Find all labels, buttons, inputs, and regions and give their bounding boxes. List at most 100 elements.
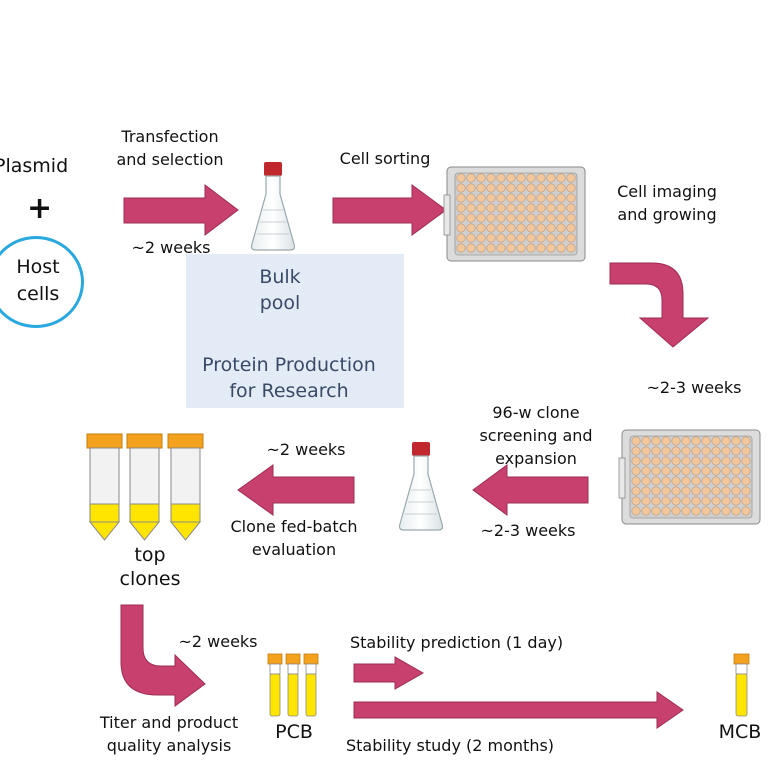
plate-well — [536, 213, 546, 223]
bulk-pool-box — [186, 254, 404, 408]
plate-well — [731, 486, 741, 496]
plate-well — [681, 496, 691, 506]
plate-well — [526, 213, 536, 223]
plate-well — [661, 486, 671, 496]
plate-well — [516, 183, 526, 193]
plate-well — [691, 456, 701, 466]
plate-well — [526, 243, 536, 253]
plate-well — [681, 476, 691, 486]
plate-well — [661, 456, 671, 466]
conical-tube-icon — [126, 433, 163, 541]
stability-prediction-arrow — [353, 656, 425, 690]
plate-well — [631, 436, 641, 446]
plate-well — [711, 446, 721, 456]
transfection-label: Transfection — [121, 127, 219, 146]
plate-well — [476, 183, 486, 193]
plate-well — [711, 486, 721, 496]
protein-production-label: Protein Production — [202, 354, 376, 376]
plate-well — [721, 486, 731, 496]
plate-well — [701, 486, 711, 496]
plate-well — [661, 496, 671, 506]
screening-label: 96-w clone — [492, 403, 580, 422]
plate-well — [476, 223, 486, 233]
plate-well — [701, 456, 711, 466]
plate-well — [661, 446, 671, 456]
plate-well — [631, 506, 641, 516]
plate-well — [556, 193, 566, 203]
plate-well — [566, 203, 576, 213]
plate-well — [476, 203, 486, 213]
plate-well — [671, 436, 681, 446]
plate-well — [721, 446, 731, 456]
plate-well — [731, 496, 741, 506]
plate-well — [516, 243, 526, 253]
titer-label: quality analysis — [106, 736, 232, 755]
plate-well — [711, 496, 721, 506]
plate-well — [651, 456, 661, 466]
plate-well — [496, 213, 506, 223]
plate-well — [701, 466, 711, 476]
plate-well — [456, 193, 466, 203]
plate-well — [741, 456, 751, 466]
plate-well — [466, 183, 476, 193]
plate-well — [641, 476, 651, 486]
plate-well — [651, 446, 661, 456]
plate-well — [556, 213, 566, 223]
plate-well — [631, 456, 641, 466]
plate-well — [556, 203, 566, 213]
plate-well — [701, 436, 711, 446]
plate-well — [466, 213, 476, 223]
plate-well — [731, 436, 741, 446]
plate-well — [631, 466, 641, 476]
plate-well — [671, 476, 681, 486]
plate-well — [476, 233, 486, 243]
plate-well — [566, 223, 576, 233]
plate-well — [556, 243, 566, 253]
flask-icon — [250, 162, 296, 251]
fedbatch-label: Clone fed-batch — [230, 517, 358, 536]
plate-well — [731, 466, 741, 476]
protein-production-label: for Research — [229, 380, 349, 402]
plate-well — [651, 486, 661, 496]
vial-icon — [733, 653, 750, 717]
plate-well — [476, 243, 486, 253]
plate-well — [711, 466, 721, 476]
plate-well — [661, 476, 671, 486]
plate-well — [691, 496, 701, 506]
plate-well — [536, 233, 546, 243]
screening-time-label: ~2-3 weeks — [480, 521, 576, 540]
plate-well — [741, 446, 751, 456]
plate-well — [506, 203, 516, 213]
fedbatch-label: evaluation — [251, 540, 337, 559]
plate-well — [681, 456, 691, 466]
vial-icon — [303, 653, 319, 717]
plate-well — [556, 233, 566, 243]
plate-well — [456, 203, 466, 213]
imaging-time-label: ~2-3 weeks — [646, 378, 742, 397]
plate-well — [641, 486, 651, 496]
titer-label: Titer and product — [99, 713, 239, 732]
plate-well — [466, 223, 476, 233]
plate-well — [536, 173, 546, 183]
plate-well — [536, 183, 546, 193]
plate-well — [691, 436, 701, 446]
plate-well — [631, 446, 641, 456]
plate-well — [661, 436, 671, 446]
plate-well — [496, 233, 506, 243]
well-plate-icon — [618, 429, 761, 525]
stability-study-label: Stability study (2 months) — [346, 736, 555, 755]
plate-well — [741, 476, 751, 486]
plate-well — [711, 476, 721, 486]
plate-well — [701, 496, 711, 506]
plate-well — [516, 193, 526, 203]
plate-well — [526, 203, 536, 213]
well-plate-icon — [443, 166, 586, 262]
plate-well — [536, 193, 546, 203]
plate-well — [496, 183, 506, 193]
cell-sorting-arrow — [332, 184, 447, 236]
host-cells-label: cells — [16, 283, 60, 305]
plate-well — [546, 203, 556, 213]
plate-well — [711, 506, 721, 516]
plate-well — [456, 233, 466, 243]
plate-well — [506, 243, 516, 253]
